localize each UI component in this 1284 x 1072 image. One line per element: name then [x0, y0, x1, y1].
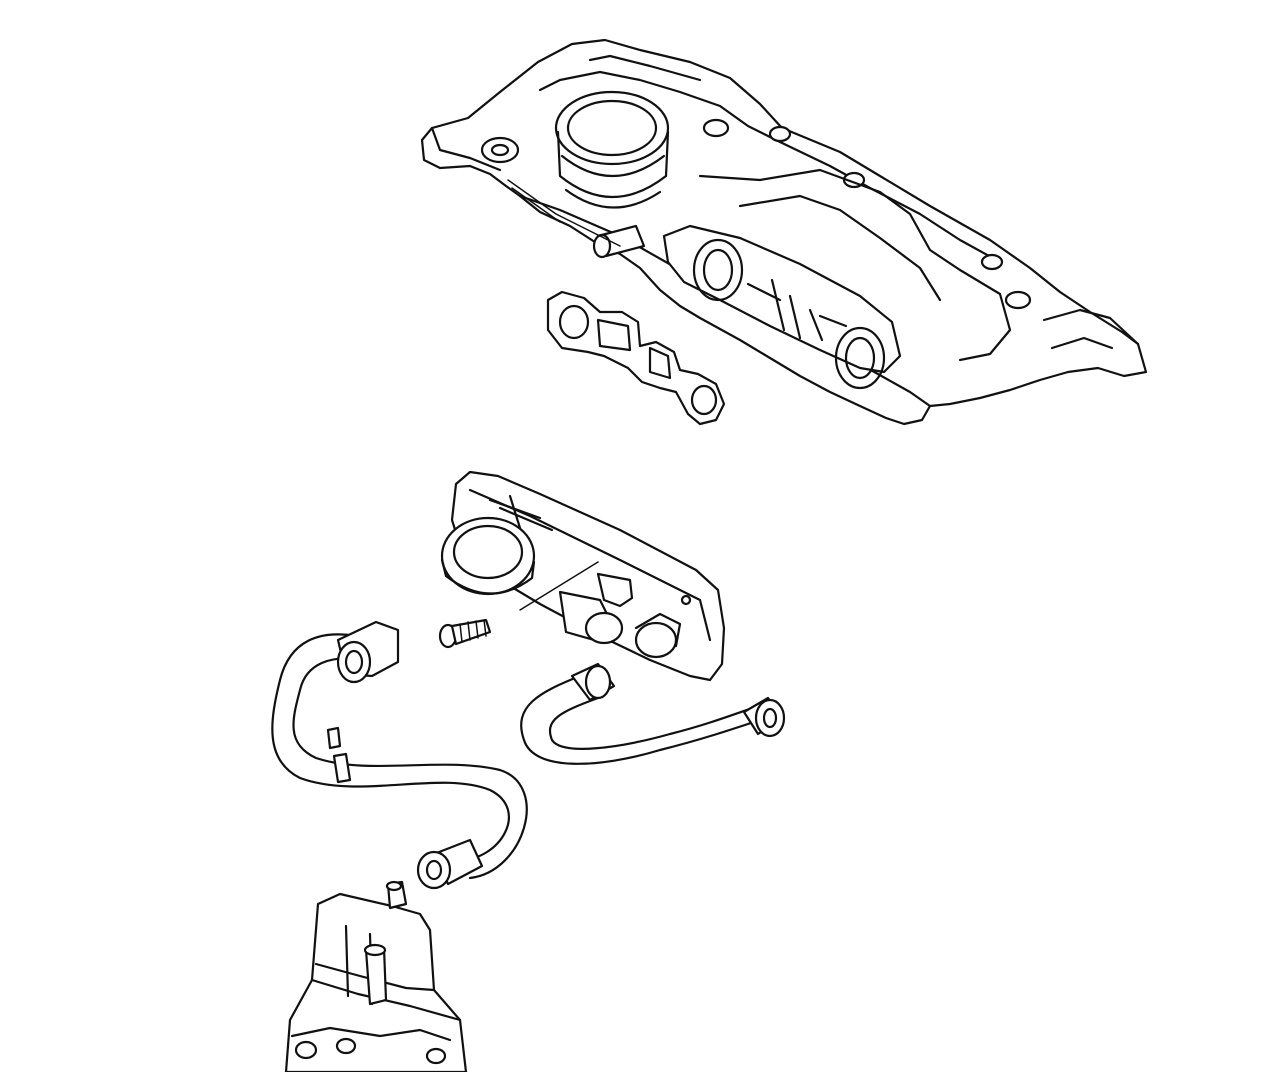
- breather-hose-right: [520, 662, 786, 765]
- oil-separator: [284, 880, 468, 1072]
- valve-cover: [420, 38, 1148, 426]
- pcv-breather-cover: [440, 470, 726, 682]
- screw: [438, 618, 492, 649]
- breather-hose-left: [271, 620, 528, 890]
- gasket: [546, 290, 726, 426]
